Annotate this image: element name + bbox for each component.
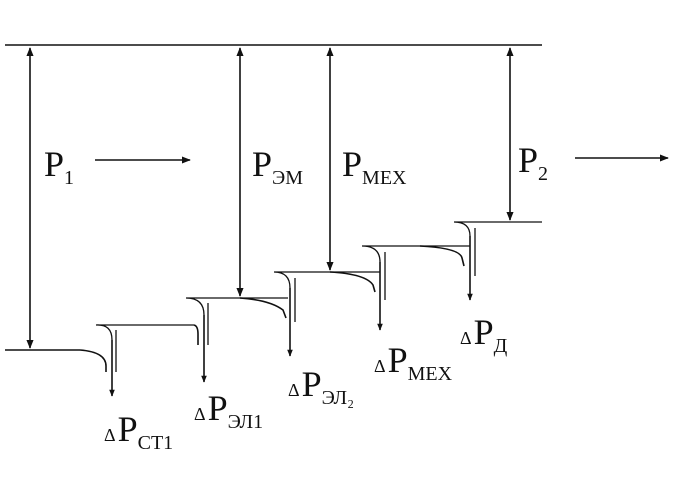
step-mex-loss [329, 245, 470, 331]
label-pmex: PМЕХ [342, 144, 407, 189]
label-loss-mex: ΔPМЕХ [374, 340, 453, 385]
label-pem: PЭМ [252, 144, 303, 189]
label-loss-st: ΔPСТ1 [104, 409, 173, 454]
step-el1-loss [185, 297, 288, 383]
step-el2-loss [239, 271, 380, 357]
step-stator-loss [5, 324, 194, 397]
label-p1: P1 [44, 144, 74, 189]
label-p2: P2 [518, 140, 548, 185]
label-loss-el2: ΔPЭЛ₂ [288, 364, 354, 409]
label-loss-d: ΔPД [460, 312, 508, 357]
step-d-loss [419, 221, 542, 301]
label-loss-el1: ΔPЭЛ1 [194, 388, 263, 433]
